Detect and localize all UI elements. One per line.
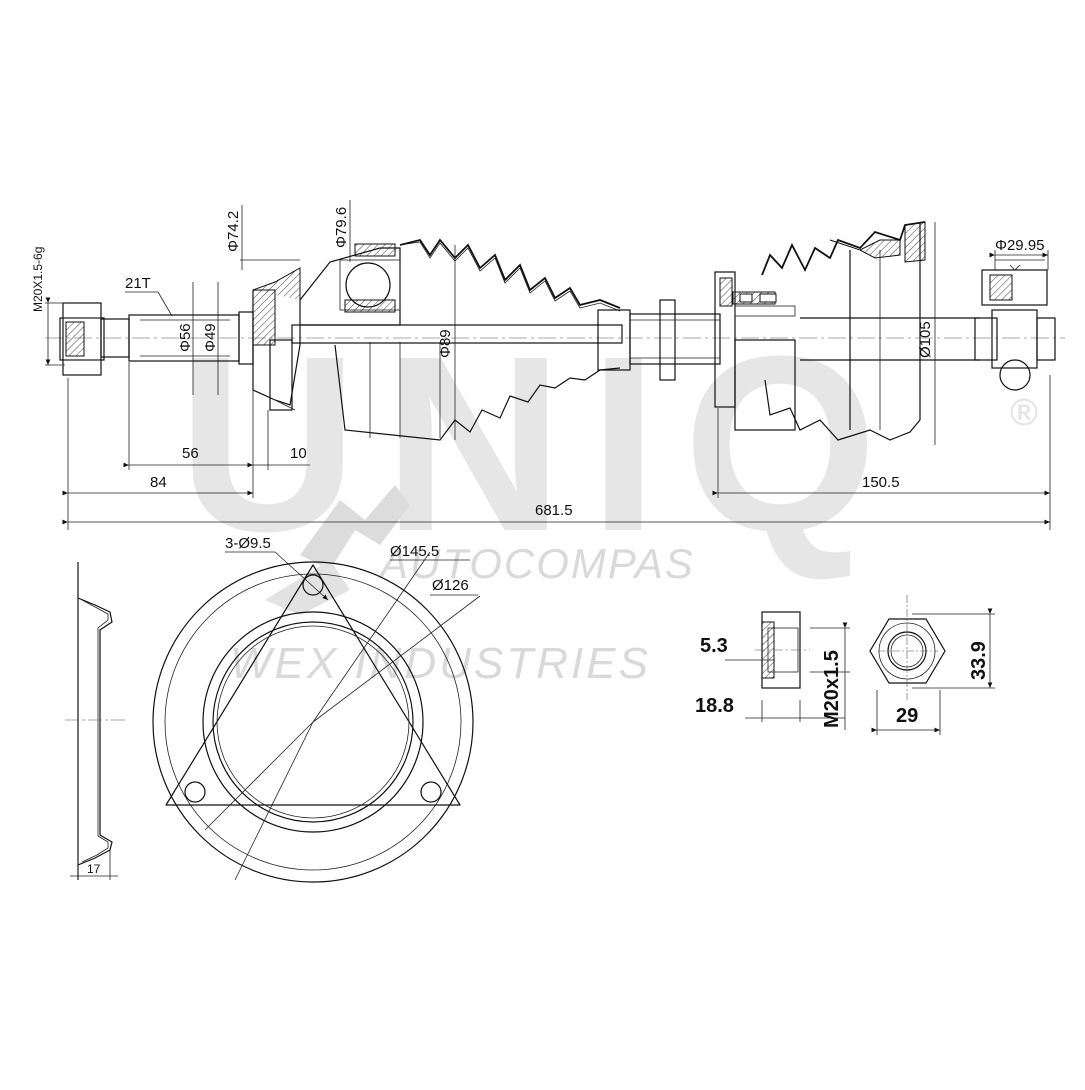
dia-105-label: Ø105 <box>917 321 934 358</box>
thread-spec-label: M20X1.5-6g <box>31 247 45 312</box>
watermark-logo-icon <box>265 485 410 615</box>
dia-56-label: Φ56 <box>177 323 194 352</box>
left-nut-icon <box>59 302 105 376</box>
spline-label: 21T <box>125 275 151 292</box>
len-total-label: 681.5 <box>535 502 573 519</box>
inner-boot <box>761 221 926 276</box>
dia-49-label: Φ49 <box>202 323 219 352</box>
flange-thickness-label: 17 <box>87 862 101 876</box>
flange-front-view: 3-Ø9.5 Ø145.5 Ø126 <box>152 535 481 883</box>
nut-width-label: 5.3 <box>700 635 728 657</box>
main-dimensions: M20X1.5-6g 21T Φ56 Φ49 Φ74.2 Φ79.6 Φ89 Ø… <box>31 200 1051 530</box>
dia-79-label: Φ79.6 <box>333 207 350 248</box>
bolt-hole-icon <box>302 574 324 596</box>
nut-across-corners-label: 33.9 <box>968 641 990 680</box>
nut-height-label: 18.8 <box>695 695 734 717</box>
watermark-registered: ® <box>1010 392 1038 434</box>
axle-shaft-drawing <box>45 221 1065 441</box>
nut-across-flats-label: 29 <box>896 705 918 727</box>
hex-nut-icon <box>869 618 946 684</box>
watermark-line2: WEX INDUSTRIES <box>230 639 651 688</box>
bolt-hole-icon <box>184 781 206 803</box>
watermark: UNIQ ® AUTOCOMPAS WEX INDUSTRIES <box>178 304 1039 688</box>
outer-boot <box>399 238 621 309</box>
flange-holes-label: 3-Ø9.5 <box>225 535 271 552</box>
dia-74-label: Φ74.2 <box>225 211 242 252</box>
nut-front-view: 33.9 29 <box>869 595 995 735</box>
len-84-label: 84 <box>150 474 167 491</box>
len-10-label: 10 <box>290 445 307 462</box>
flange-inner-label: Ø126 <box>432 577 469 594</box>
len-1505-label: 150.5 <box>862 474 900 491</box>
watermark-line1: AUTOCOMPAS <box>377 540 695 587</box>
flange-side-view: 17 <box>65 562 125 880</box>
nut-side-view: 5.3 18.8 M20x1.5 <box>695 611 850 730</box>
dia-2995-label: Φ29.95 <box>995 237 1045 254</box>
dia-89-label: Φ89 <box>437 329 454 358</box>
flange-outer-label: Ø145.5 <box>390 543 439 560</box>
bolt-hole-icon <box>420 781 442 803</box>
nut-thread-label: M20x1.5 <box>821 650 843 728</box>
len-56-label: 56 <box>182 445 199 462</box>
watermark-brand: UNIQ <box>178 304 903 583</box>
